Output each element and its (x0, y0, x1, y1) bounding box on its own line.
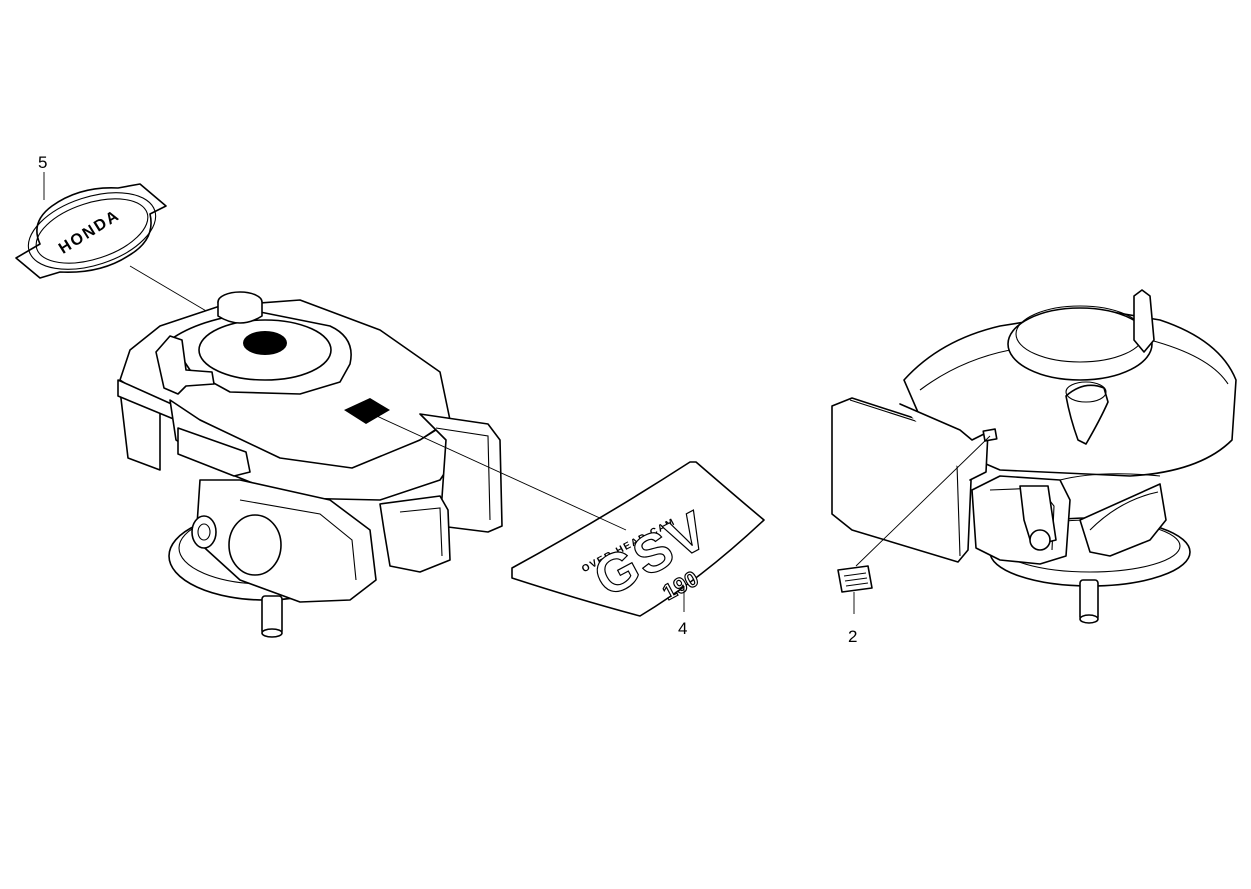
callout-2: 2 (848, 627, 857, 646)
gsv-decal-spot (344, 398, 390, 424)
leader-line-4 (367, 411, 627, 531)
callout-4: 4 (678, 619, 687, 638)
honda-emblem-spot (243, 331, 287, 355)
leader-line-2 (855, 435, 991, 567)
honda-emblem-decal: HONDA (15, 183, 167, 279)
callout-5: 5 (38, 153, 47, 172)
engine-right-view (831, 289, 1237, 624)
model-label-spot (982, 428, 998, 442)
model-label-decal (837, 565, 873, 593)
gsv-190-decal: OVER HEAD CAM GSV 190 (511, 461, 765, 617)
engine-left-view (117, 291, 503, 638)
